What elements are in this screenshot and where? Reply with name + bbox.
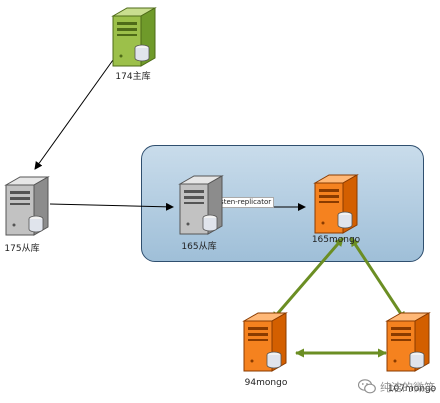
label-175-slave: 175从库 [4, 244, 40, 254]
server-tower-gray-icon [178, 175, 224, 235]
watermark-text: 纯洁的微笑 [380, 381, 435, 394]
label-94-mongo: 94mongo [244, 378, 288, 388]
watermark: 纯洁的微笑 [358, 376, 438, 398]
server-107-mongo [383, 311, 433, 373]
server-165-mongo [311, 173, 361, 235]
server-174-master [109, 6, 159, 68]
edge-174-to-175 [34, 59, 114, 170]
edge-165mongo-to-94mongo [270, 237, 345, 321]
server-94-mongo [240, 311, 290, 373]
edge-175-to-165 [49, 202, 174, 211]
server-tower-orange-icon [385, 312, 431, 372]
label-165-slave: 165从库 [181, 242, 217, 252]
server-tower-green-icon [111, 7, 157, 67]
server-tower-orange-icon [313, 174, 359, 234]
server-tower-orange-icon [242, 312, 288, 372]
server-tower-gray-icon [4, 176, 50, 236]
server-165-slave [176, 174, 226, 236]
edge-165mongo-to-107mongo [349, 237, 407, 321]
label-107-mongo: 107mongo [387, 384, 437, 394]
server-175-slave [2, 175, 52, 237]
label-165-mongo: 165mongo [311, 235, 361, 245]
wechat-icon [358, 379, 376, 394]
label-174-master: 174主库 [115, 72, 151, 82]
